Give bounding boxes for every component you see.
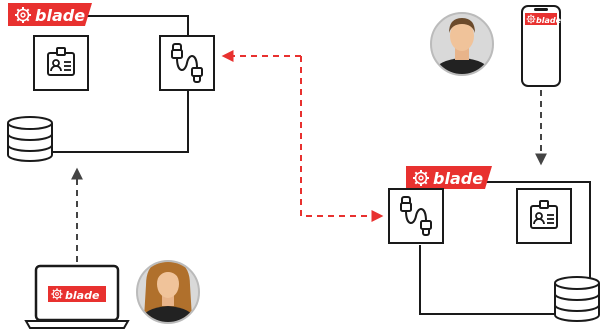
right-id-badge-box bbox=[516, 188, 572, 244]
left-id-badge-box bbox=[33, 35, 89, 91]
left-connector-box bbox=[159, 35, 215, 91]
female-user-avatar bbox=[136, 260, 200, 324]
male-user-avatar bbox=[430, 12, 494, 76]
phone-brand-banner bbox=[525, 13, 557, 25]
left-database-icon bbox=[7, 116, 53, 162]
node-sync-link bbox=[221, 50, 384, 222]
phone-brand-label: blade bbox=[536, 16, 562, 25]
right-connector-box bbox=[388, 188, 444, 244]
right-database-icon bbox=[554, 276, 600, 322]
left-blade-node: blade bbox=[7, 3, 215, 162]
right-blade-node: blade bbox=[388, 166, 600, 322]
right-node-brand-tag: blade bbox=[406, 166, 492, 189]
phone-device: blade bbox=[521, 5, 562, 87]
laptop-device: blade bbox=[24, 264, 130, 329]
laptop-brand-label: blade bbox=[65, 289, 100, 302]
right-node-brand-label: blade bbox=[433, 169, 483, 188]
laptop-brand-banner bbox=[48, 286, 106, 302]
left-node-brand-tag: blade bbox=[8, 3, 92, 26]
left-node-brand-label: blade bbox=[35, 6, 85, 25]
